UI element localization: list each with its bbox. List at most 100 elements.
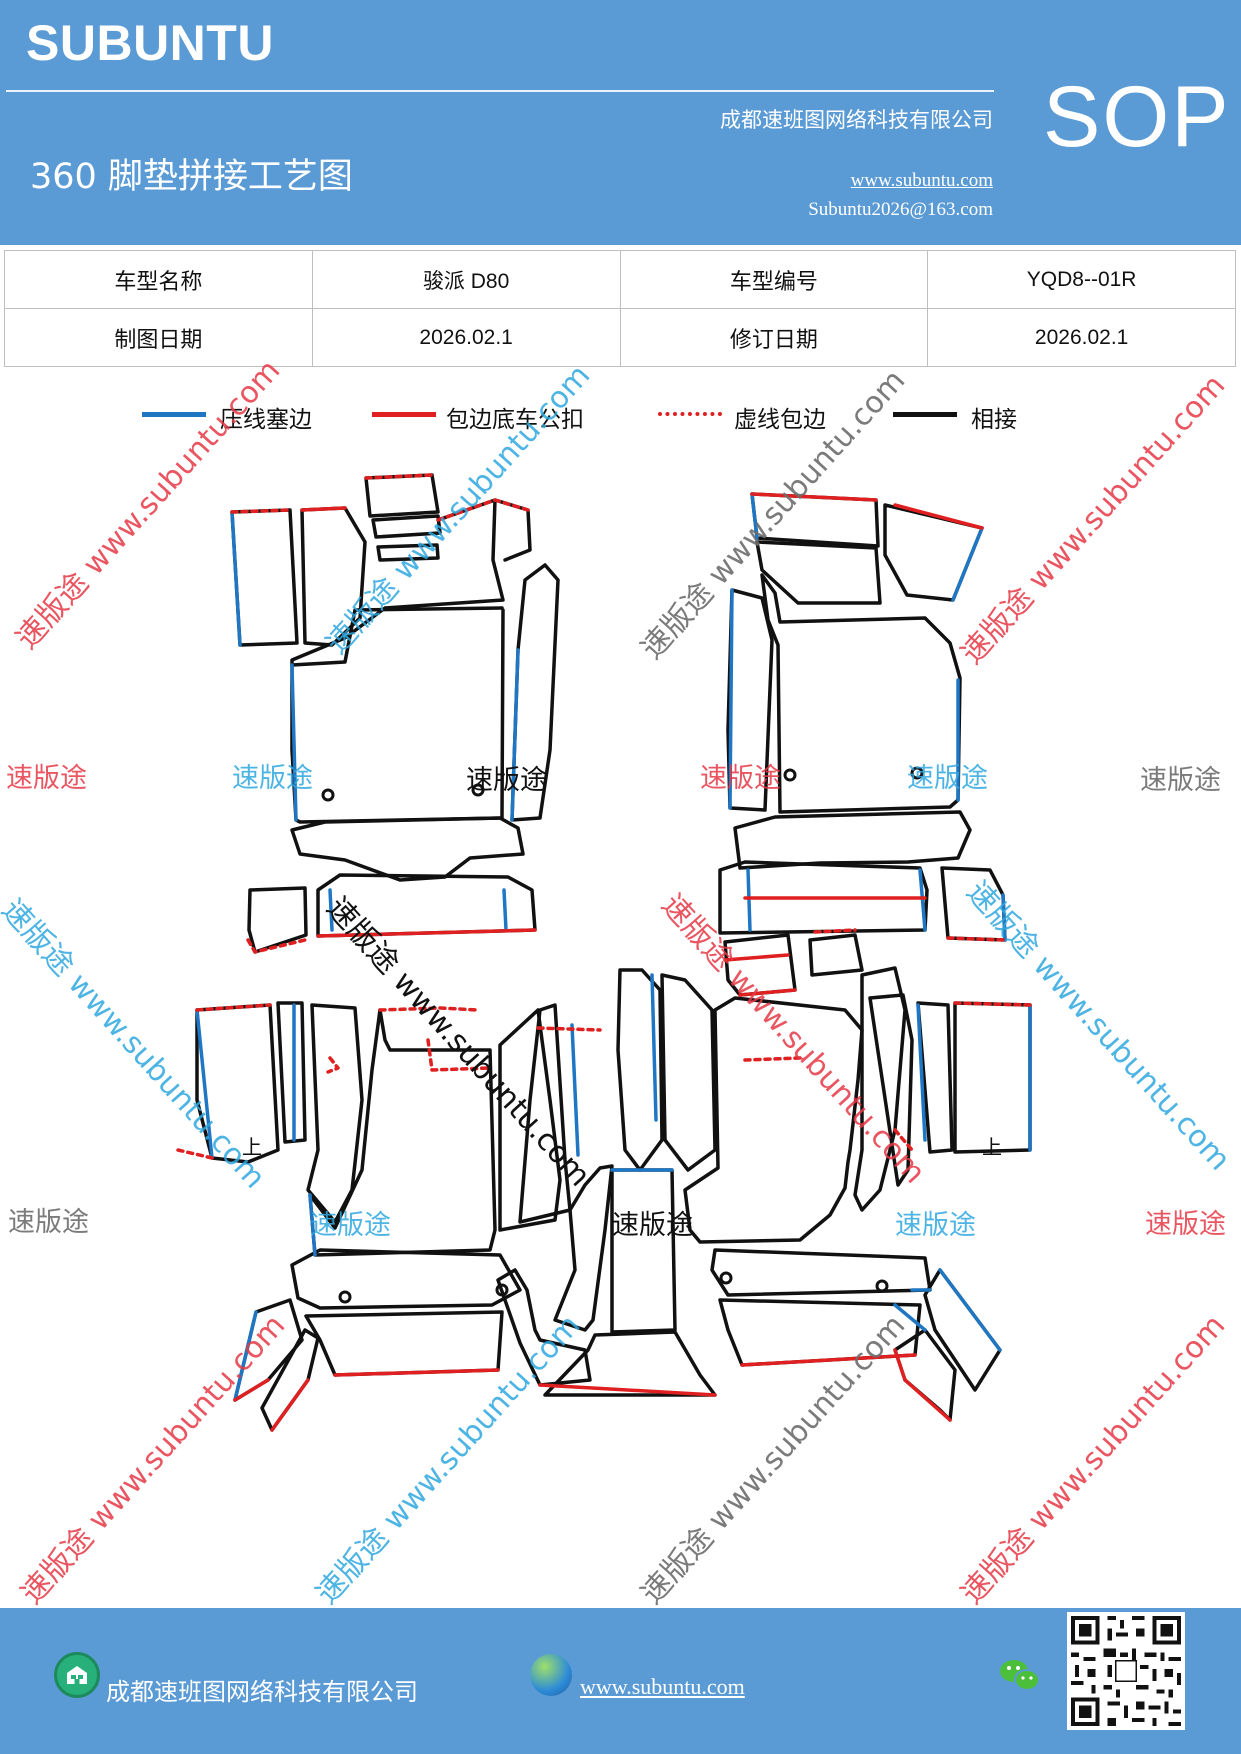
wrap-edges-red: [233, 492, 984, 1432]
edge-line-blue: [1001, 893, 1007, 942]
mat-panel: [510, 563, 560, 822]
mat-panel: [808, 933, 864, 977]
header-email[interactable]: Subuntu2026@163.com: [808, 199, 993, 220]
direction-mark: 上: [242, 1135, 262, 1159]
mat-panel: [371, 514, 442, 539]
qr-code-glyph: [1067, 1612, 1185, 1730]
legend-label: 虚线包边: [734, 407, 826, 433]
edge-line-blue: [308, 1193, 317, 1257]
table-cell-label: 修订日期: [619, 308, 929, 367]
mat-panel: [233, 1298, 304, 1402]
edge-line-red: [738, 988, 797, 997]
edge-line-blue: [510, 648, 520, 822]
header-website-link[interactable]: www.subuntu.com: [850, 170, 993, 191]
mat-panel: [726, 588, 774, 812]
legend-label: 包边底车公扣: [446, 407, 584, 433]
mount-holes: [321, 766, 924, 1304]
edge-line-red: [233, 1378, 270, 1402]
table-row: 车型名称 骏派 D80 车型编号 YQD8--01R: [4, 250, 1236, 309]
legend-label: 压线塞边: [220, 407, 312, 433]
edge-line-red-dotted: [176, 1148, 214, 1160]
mat-panel: [853, 966, 907, 1212]
edge-line-red-dotted: [813, 928, 857, 934]
mat-panel: [868, 993, 914, 1187]
mount-hole: [495, 1283, 509, 1297]
edge-line-blue: [750, 492, 759, 540]
edge-line-blue: [728, 588, 734, 810]
mat-panel: [710, 1248, 932, 1297]
mat-panel: [755, 540, 882, 605]
edge-line-blue: [650, 973, 658, 1122]
footer-website-link[interactable]: www.subuntu.com: [580, 1674, 745, 1699]
edge-line-red-dotted: [436, 498, 530, 522]
edge-line-red-dotted: [743, 1056, 802, 1062]
edge-line-blue: [230, 510, 242, 647]
mat-panel: [518, 1003, 572, 1224]
mount-hole: [338, 1290, 352, 1304]
edge-line-red-dotted: [326, 1056, 340, 1074]
mat-panel: [300, 506, 367, 647]
edge-line-blue: [233, 1310, 258, 1402]
edge-line-blue: [893, 1303, 927, 1332]
mat-panel: [304, 1310, 504, 1377]
mount-hole: [719, 1271, 733, 1285]
edge-line-red: [300, 506, 347, 512]
legend-swatch-red-dotted: [658, 412, 722, 416]
globe-icon: [530, 1654, 572, 1696]
mount-hole: [910, 766, 924, 780]
edge-line-red-dotted: [953, 1001, 1032, 1007]
mat-panel: [953, 1001, 1032, 1154]
header-divider: [6, 90, 994, 92]
edge-line-blue: [938, 1268, 1002, 1352]
table-cell-value: 2026.02.1: [311, 308, 621, 367]
edge-line-red: [750, 492, 878, 502]
mat-panel: [290, 498, 505, 824]
mat-panel: [750, 492, 880, 548]
table-row: 制图日期 2026.02.1 修订日期 2026.02.1: [4, 308, 1236, 367]
mat-panel: [723, 933, 797, 997]
header-company-name: 成都速班图网络科技有限公司: [720, 108, 993, 132]
legend-swatch-black: [893, 412, 957, 417]
table-cell-label: 制图日期: [4, 308, 313, 367]
mat-panel: [290, 1248, 522, 1310]
direction-mark: 上: [982, 1135, 1002, 1159]
table-cell-value: YQD8--01R: [927, 250, 1236, 309]
edge-line-red-dotted: [364, 473, 434, 480]
edge-line-blue: [918, 868, 927, 932]
edge-line-red: [538, 1383, 717, 1397]
footer-company-name: 成都速班图网络科技有限公司: [106, 1678, 418, 1706]
mat-panel: [230, 508, 299, 647]
document-title: 360 脚垫拼接工艺图: [30, 157, 353, 197]
edge-line-blue: [328, 888, 334, 932]
mat-panel: [733, 810, 972, 870]
mat-panel: [316, 873, 537, 938]
mat-panel: [290, 606, 504, 667]
brand-logo-text: SUBUNTU: [26, 15, 274, 71]
wechat-icon[interactable]: [998, 1656, 1042, 1696]
edge-line-blue: [290, 663, 298, 822]
mount-hole: [783, 768, 797, 782]
edge-line-red-dotted: [230, 508, 292, 514]
edge-line-red-dotted: [246, 938, 307, 954]
mat-panel: [364, 473, 440, 518]
wechat-icon-glyph: [1000, 1660, 1040, 1691]
mat-panel: [276, 1001, 307, 1144]
mat-panel: [616, 968, 664, 1172]
table-cell-value: 骏派 D80: [311, 250, 621, 309]
mat-panel: [683, 996, 864, 1244]
edge-line-red: [893, 1348, 907, 1382]
sop-badge: SOP: [1043, 69, 1231, 165]
table-cell-label: 车型名称: [4, 250, 313, 309]
mat-panel: [940, 866, 1007, 942]
mount-hole: [875, 1279, 889, 1293]
mount-hole: [321, 788, 335, 802]
mat-panel: [883, 503, 984, 602]
edge-line-red: [740, 1353, 917, 1367]
edge-line-red-dotted: [378, 1006, 480, 1012]
mat-panel: [496, 1268, 592, 1387]
mount-hole: [471, 783, 485, 797]
mat-panel: [493, 498, 532, 562]
legend-label: 相接: [971, 407, 1017, 433]
mat-panel: [308, 1008, 497, 1257]
edge-line-blue: [951, 526, 984, 602]
